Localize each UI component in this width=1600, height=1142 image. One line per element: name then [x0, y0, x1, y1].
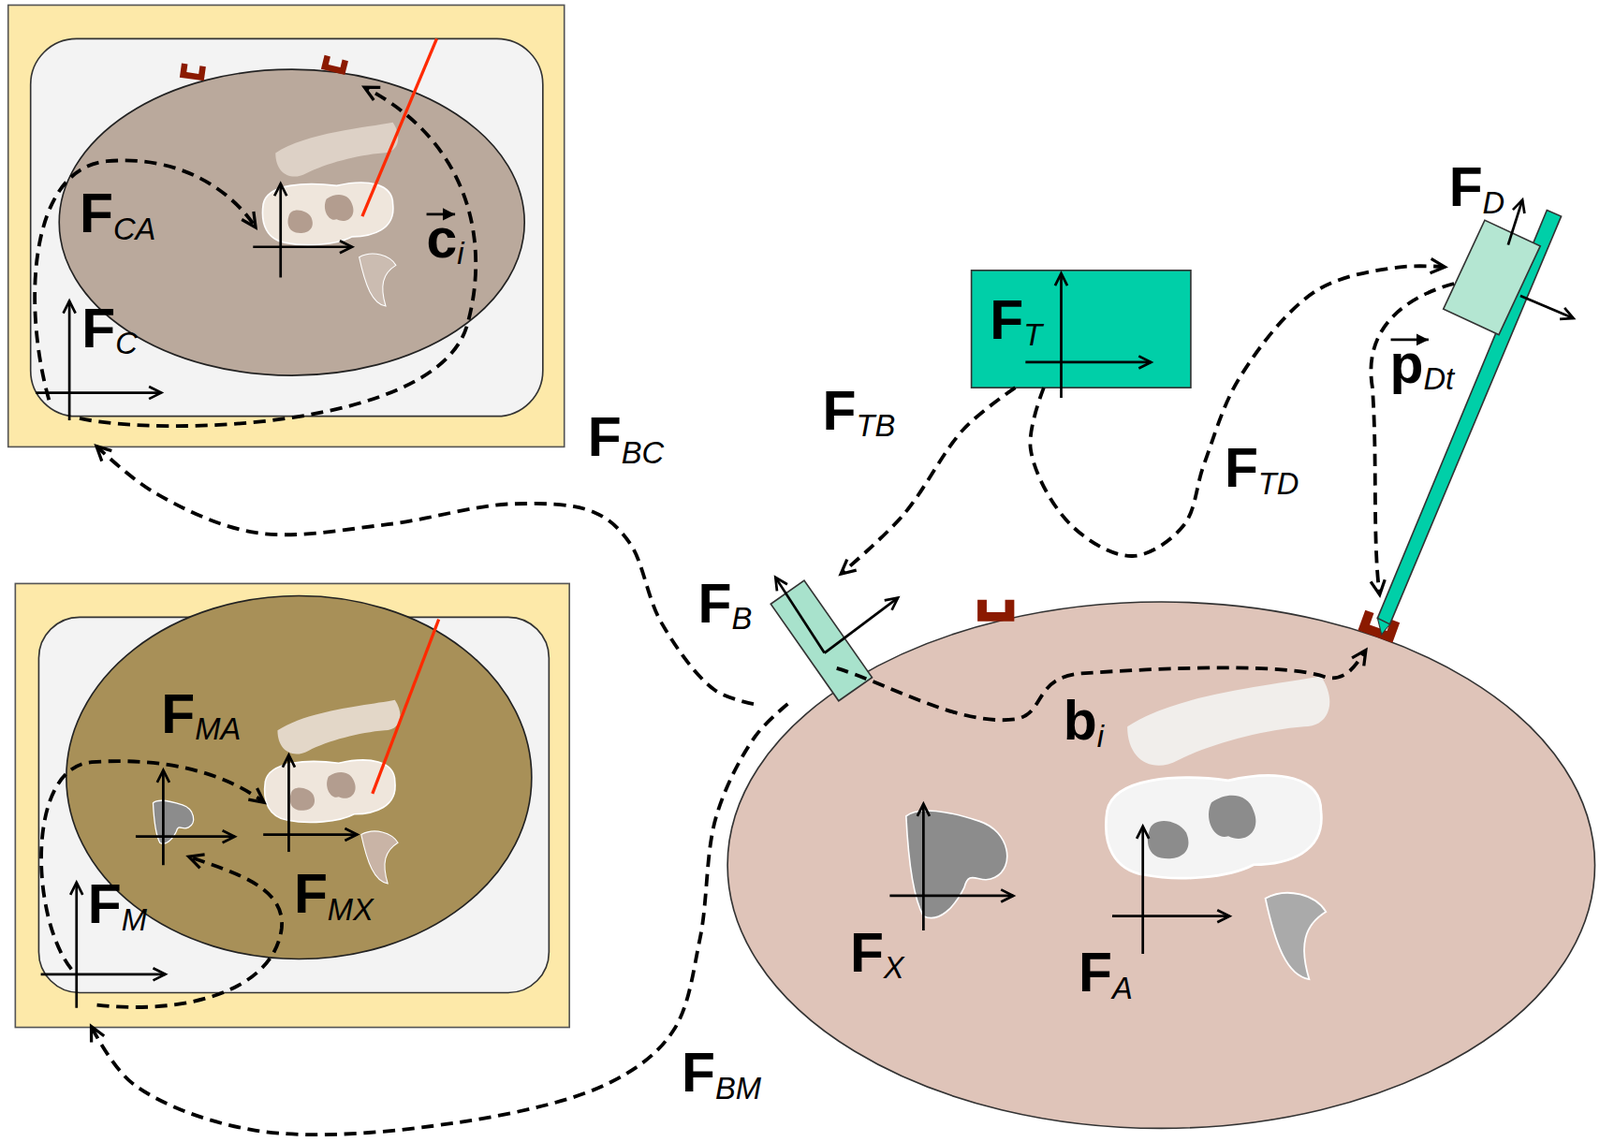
- axis: [41, 972, 166, 976]
- probe-marker: [1443, 220, 1541, 335]
- frame-label: FX: [850, 924, 905, 986]
- frame-label: FB: [697, 575, 752, 638]
- target-structure: [906, 810, 1008, 919]
- probe-shaft: [1377, 210, 1561, 625]
- axis: [922, 804, 925, 931]
- vector-label: ci: [426, 210, 465, 273]
- transform-arrow: [836, 650, 1366, 720]
- axis: [1059, 273, 1063, 398]
- axis: [278, 183, 282, 278]
- target-structure: FX: [847, 801, 1021, 996]
- axis: [1508, 200, 1523, 246]
- reference-marker: [770, 580, 872, 702]
- needle-path: [372, 619, 440, 794]
- vector-label: pDt: [1389, 336, 1454, 398]
- axis: [775, 577, 824, 654]
- fiducial-marker: [977, 600, 1014, 622]
- ct-anatomy: [262, 122, 398, 307]
- mr-panel: [14, 583, 570, 1028]
- probe-marker: FD: [1443, 152, 1542, 337]
- axis: [74, 882, 78, 1009]
- axis: [824, 598, 898, 654]
- transform-label: FCA: [79, 185, 156, 248]
- axis: [135, 835, 235, 838]
- transform-label: FBM: [679, 1070, 764, 1107]
- transform-arrow: [41, 761, 264, 969]
- transform-connector: [91, 704, 788, 1135]
- frame-label: FA: [1078, 944, 1133, 1007]
- axis: [1112, 914, 1230, 918]
- panel-frame: [14, 583, 570, 1028]
- fiducial-marker: [321, 55, 349, 75]
- transform-label: FBC: [586, 434, 667, 471]
- frame-label: FC: [81, 299, 138, 362]
- tracker: [971, 270, 1191, 398]
- transform-label: FMX: [293, 866, 374, 928]
- axis: [1025, 361, 1151, 365]
- reference-marker: FB: [697, 573, 878, 705]
- ct-panel: [8, 4, 565, 447]
- mr-image-panel: FM: [14, 583, 570, 1028]
- axis: [263, 833, 357, 837]
- transform-label: FMA: [161, 685, 241, 748]
- transform-arrow: [79, 88, 476, 426]
- transform-arrow: [34, 160, 255, 400]
- axis: [889, 895, 1013, 898]
- axis: [1141, 826, 1145, 955]
- frame-label: FD: [1449, 159, 1506, 221]
- patient-anatomy: [1105, 675, 1330, 980]
- fiducial-marker: [179, 63, 206, 82]
- panel-frame: [8, 4, 565, 447]
- vector-label: bi: [1063, 692, 1104, 755]
- frame-label: FM: [88, 876, 147, 939]
- axis: [287, 755, 291, 853]
- transform-connector: [1029, 265, 1444, 557]
- needle-path: [362, 38, 438, 217]
- anatomy-structure: FA: [1071, 783, 1255, 1013]
- axis: [252, 245, 353, 249]
- transform-label: FTD: [1222, 465, 1302, 502]
- axis: [35, 391, 162, 395]
- transform-connector: [97, 446, 754, 705]
- patient-body: FX FA: [727, 601, 1595, 1129]
- ct-body: [58, 69, 525, 376]
- axis: [68, 301, 72, 422]
- tracker-box: [971, 270, 1191, 388]
- frame-label: FT: [989, 292, 1043, 354]
- mr-body: [66, 596, 532, 960]
- mr-anatomy: [264, 700, 401, 884]
- probe-tip: [1377, 617, 1390, 634]
- probe: [1377, 200, 1573, 635]
- image-field: [30, 38, 544, 416]
- axis: [1520, 295, 1574, 319]
- tracker-box: FT: [971, 270, 1191, 388]
- transform-label: FTB: [820, 408, 897, 445]
- axis: [161, 770, 165, 866]
- transform-arrow: [1370, 283, 1454, 594]
